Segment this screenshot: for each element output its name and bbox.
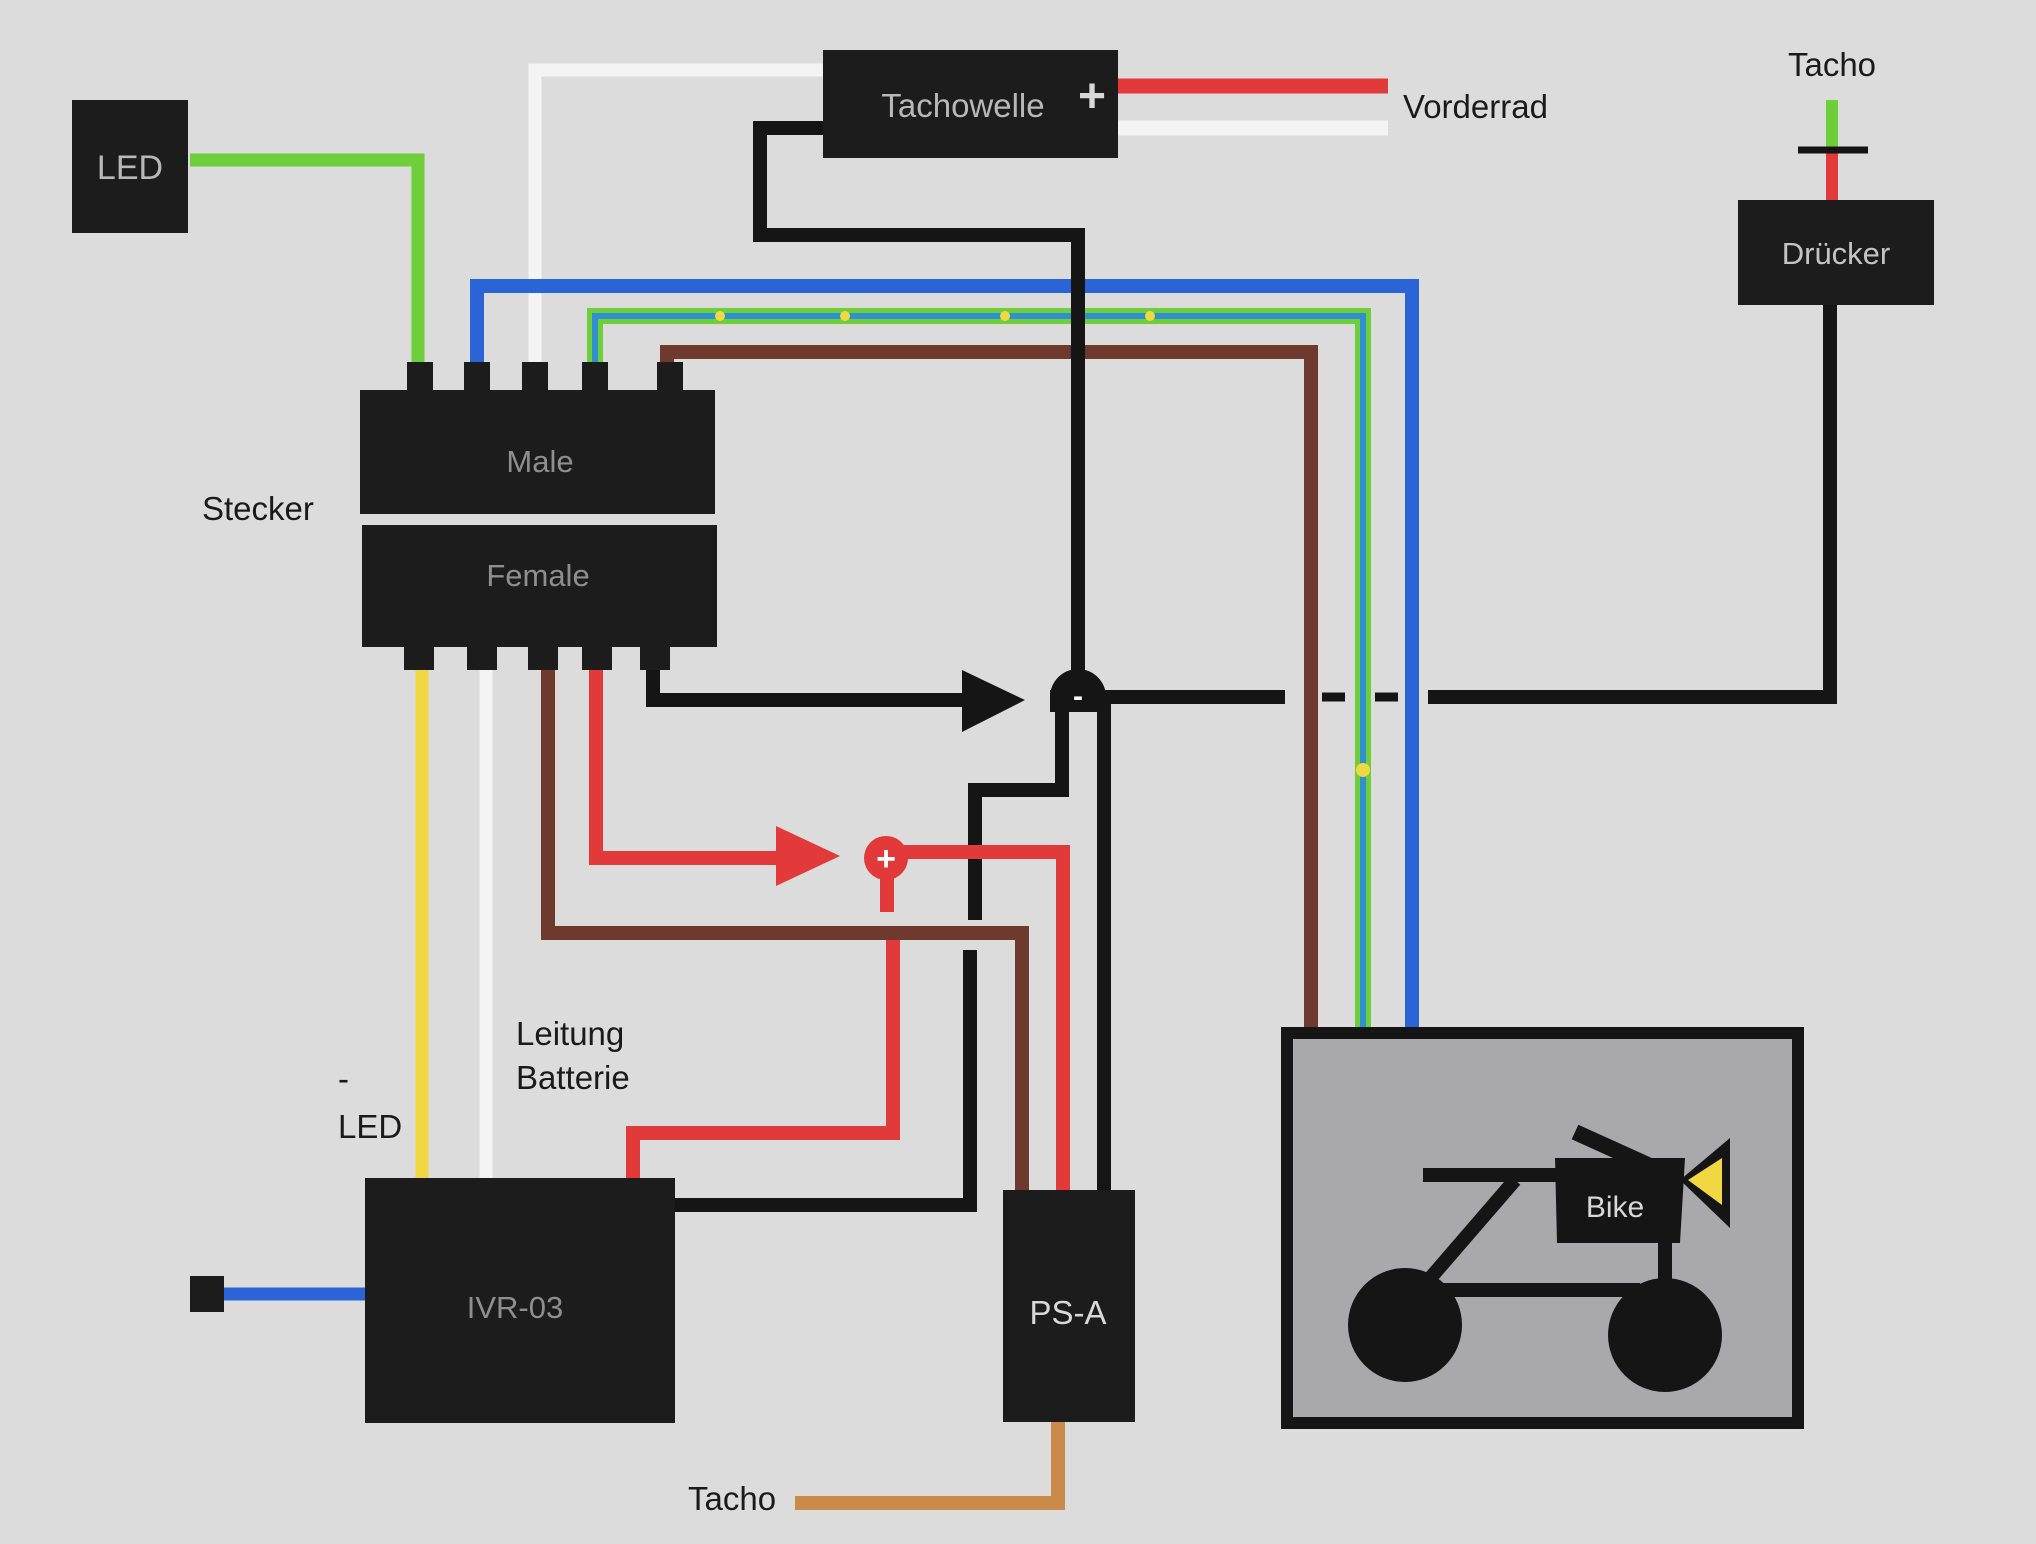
wire-brown-bike: [660, 345, 1318, 1030]
bike-panel: [1281, 1027, 1804, 1429]
minus-node-label: -: [1073, 680, 1083, 713]
ivr-blue-terminal: [190, 1276, 224, 1312]
male-pin: [657, 362, 683, 394]
psa-box: [1003, 1190, 1135, 1422]
ivr-label: IVR-03: [467, 1290, 563, 1325]
led-box: [72, 100, 188, 233]
wire-red-female: [589, 655, 785, 865]
connector-male: [360, 390, 715, 514]
wire-tacho-bottom: [795, 1420, 1065, 1510]
wire-brown-psa: [541, 655, 1029, 1190]
minus-node-base: [1050, 690, 1106, 712]
male-pin: [522, 362, 548, 394]
wire-red-ivr: [626, 940, 900, 1180]
druecker-box: [1738, 200, 1934, 305]
male-pin: [407, 362, 433, 394]
tachowelle-label: Tachowelle: [881, 87, 1044, 124]
red-arrow-head: [776, 826, 840, 886]
female-pin: [404, 640, 434, 670]
label-led-minus: -: [338, 1060, 349, 1097]
label-tacho-bottom: Tacho: [688, 1480, 776, 1517]
led-box-label: LED: [97, 149, 163, 187]
plus-node: [864, 836, 908, 880]
connector-female-label: Female: [486, 558, 589, 593]
wire-white-tachowelle: [528, 63, 825, 370]
wire-marker: [715, 311, 725, 321]
black-arrow-head: [962, 670, 1025, 732]
connector-female: [362, 525, 717, 647]
wire-marker: [1356, 763, 1370, 777]
wire-marker: [840, 311, 850, 321]
label-tacho-top: Tacho: [1788, 46, 1876, 83]
ivr-box: [365, 1178, 675, 1423]
tachowelle-box: [823, 50, 1118, 158]
label-stecker: Stecker: [202, 490, 314, 527]
tachowelle-plus: +: [1078, 70, 1106, 123]
label-leitung: Leitung: [516, 1015, 624, 1052]
wire-marker: [1145, 311, 1155, 321]
wire-green-led: [190, 153, 425, 370]
wire-green-yellow-inner: [592, 313, 1366, 1030]
female-pin: [640, 640, 670, 670]
female-pin: [582, 640, 612, 670]
male-pin: [582, 362, 608, 394]
connector-male-label: Male: [506, 444, 573, 479]
wire-marker: [1000, 311, 1010, 321]
label-vorderrad: Vorderrad: [1403, 88, 1548, 125]
wire-black-druecker: [1428, 300, 1837, 704]
wire-black-tachowelle: [753, 121, 1085, 672]
male-pin: [464, 362, 490, 394]
wire-blue-bike: [470, 279, 1419, 1030]
female-pin: [467, 640, 497, 670]
label-led: LED: [338, 1108, 402, 1145]
plus-node-label: +: [876, 840, 896, 878]
label-batterie: Batterie: [516, 1059, 630, 1096]
bike-label: Bike: [1586, 1191, 1644, 1224]
bike-icon: [1348, 1124, 1730, 1392]
wire-black-ivr: [672, 950, 977, 1212]
female-pin: [528, 640, 558, 670]
psa-label: PS-A: [1029, 1294, 1106, 1331]
druecker-label: Drücker: [1782, 236, 1891, 271]
wire-red-psa: [885, 845, 1070, 1190]
